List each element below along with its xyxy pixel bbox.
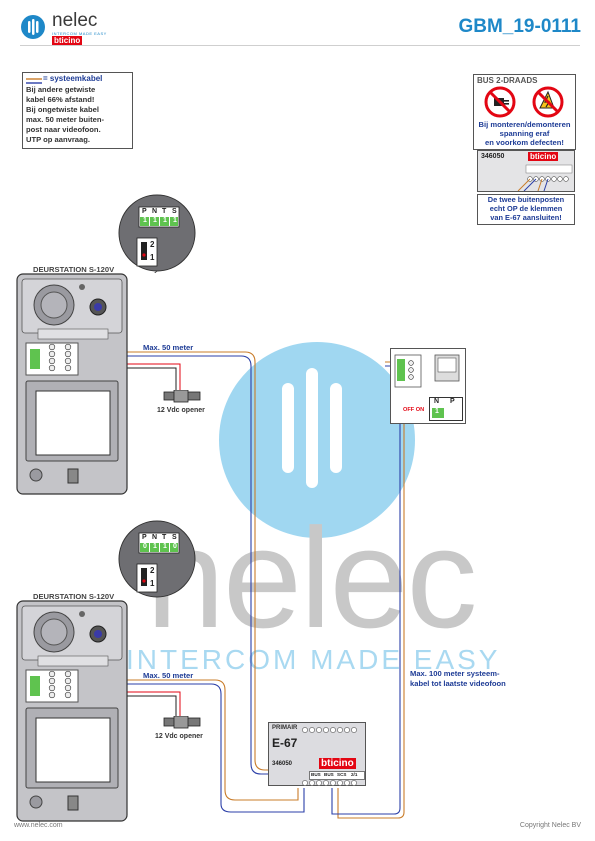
monitor-dip-label: P <box>450 398 455 405</box>
doc-code: GBM_19-0111 <box>458 16 581 37</box>
monitor-unit: OFF ON N P 1 <box>390 348 466 424</box>
bus-device-box: 346050 bticino <box>477 150 575 192</box>
monitor-dip: N P 1 <box>429 397 463 421</box>
door-opener-bottom-icon <box>163 716 201 729</box>
dip-label-top: N <box>152 208 158 215</box>
supply-terminal-label: 2/1 <box>351 772 358 777</box>
cable-label-top: Max. 50 meter <box>143 343 194 352</box>
bus-warning-line: Bij monteren/demonteren <box>478 120 571 129</box>
bus-note-box: De twee buitenposten echt OP de klemmen … <box>477 194 575 225</box>
dip-label-top: S <box>172 208 177 215</box>
dip-value-top: 1 <box>143 217 147 224</box>
supply-top-label: PRIMAIR <box>272 725 298 731</box>
opener-label-top: 12 Vdc opener <box>157 407 205 414</box>
dip-value-top: 1 <box>153 217 157 224</box>
bus-warning-title: BUS 2-DRAADS <box>477 76 538 85</box>
bus-note-line: echt OP de klemmen <box>489 204 563 213</box>
station-bottom-title: DEURSTATION S-120V <box>33 592 115 601</box>
dip-label-bottom: N <box>152 534 158 541</box>
no-power-icon <box>532 86 564 118</box>
nelec-logo-icon <box>21 15 45 39</box>
legend-swatch-label: = systeemkabel <box>43 74 103 83</box>
supply-bottom-terminals <box>302 780 357 786</box>
supply-terminal-label: BUS <box>324 772 334 777</box>
switch-label-top: 1 <box>150 253 155 262</box>
monitor-dip-value: 1 <box>435 408 439 415</box>
power-supply-e67: PRIMAIR E-67 346050 bticino BUS BUS SCS … <box>268 722 366 786</box>
footer-copyright: Copyright Nelec BV <box>519 822 581 829</box>
cable-monitor <box>331 361 405 819</box>
brand-name: nelec <box>52 10 98 31</box>
dip-switch-top <box>140 217 178 226</box>
watermark-word: nelec <box>146 499 477 658</box>
monitor-screen-icon <box>434 354 460 382</box>
brand-tagline: INTERCOM MADE EASY <box>52 31 107 36</box>
brand-logo: nelec INTERCOM MADE EASY bticino <box>20 10 120 45</box>
dip-switch-bottom <box>140 543 178 552</box>
dip-label-top: T <box>162 208 167 215</box>
cable-label-bottom: Max. 50 meter <box>143 671 194 680</box>
legend-line: Bij ongetwiste kabel <box>26 105 100 114</box>
monitor-graphic <box>394 354 460 388</box>
legend-line: kabel 66% afstand! <box>26 95 95 104</box>
header-rule <box>20 45 580 46</box>
supply-code: 346050 <box>272 761 293 767</box>
no-plug-icon <box>484 86 516 118</box>
supply-terminal-label: BUS <box>311 772 321 777</box>
dip-value-bottom: 1 <box>163 543 167 550</box>
bus-warning-line: spanning eraf <box>499 129 550 138</box>
supply-model: E-67 <box>272 736 298 750</box>
partner-brand: bticino <box>52 36 83 45</box>
switch-label-top: 2 <box>150 240 155 249</box>
door-station-bottom <box>16 600 128 822</box>
dip-value-bottom: 0 <box>173 543 177 550</box>
legend-line: max. 50 meter buiten- <box>26 115 105 124</box>
legend-line: UTP op aanvraag. <box>26 135 91 144</box>
watermark-logo-mark <box>282 368 342 488</box>
bus-note-line: De twee buitenposten <box>487 195 565 204</box>
dip-value-top: 1 <box>163 217 167 224</box>
legend-line: Bij andere getwiste <box>26 85 96 94</box>
dip-value-bottom: 1 <box>153 543 157 550</box>
footer-website[interactable]: www.nelec.com <box>14 822 63 829</box>
watermark-tagline: INTERCOM MADE EASY <box>126 644 501 675</box>
legend-box: = systeemkabel Bij andere getwiste kabel… <box>22 72 133 149</box>
systemcable-swatch <box>26 78 42 84</box>
bus-note-line: van E-67 aansluiten! <box>490 213 562 222</box>
dip-value-bottom: 0 <box>143 543 147 550</box>
monitor-dip-switch <box>432 408 444 418</box>
supply-terminal-label: SCS <box>337 772 347 777</box>
cable-top-station <box>76 351 308 775</box>
bus-device-code: 346050 <box>481 153 505 160</box>
supply-top-terminals <box>302 727 357 733</box>
dip-value-top: 1 <box>173 217 177 224</box>
supply-terminal-strip: BUS BUS SCS 2/1 <box>309 771 365 780</box>
bus-device-terminals <box>517 164 573 191</box>
station-top-title: DEURSTATION S-120V <box>33 265 115 274</box>
supply-brand: bticino <box>319 758 356 769</box>
bus-warning-line: en voorkom defecten! <box>485 138 564 147</box>
switch-label-bottom: 1 <box>150 579 155 588</box>
dip-label-bottom: P <box>142 534 147 541</box>
dip-label-top: P <box>142 208 147 215</box>
door-station-top <box>16 273 128 495</box>
legend-line: post naar videofoon. <box>26 125 101 134</box>
monitor-dip-label: N <box>434 398 440 405</box>
dip-callout-top <box>118 194 196 273</box>
dip-label-bottom: T <box>162 534 167 541</box>
bus-device-brand: bticino <box>528 152 559 161</box>
bus-warning-box: BUS 2-DRAADS Bij monteren/demonteren spa… <box>473 74 576 150</box>
systemcable-note-line: kabel tot laatste videofoon <box>410 679 506 688</box>
switch-label-bottom: 2 <box>150 566 155 575</box>
door-opener-top-icon <box>163 390 201 403</box>
cable-bottom-station <box>76 679 305 813</box>
dip-callout-bottom <box>118 520 196 598</box>
monitor-off-on: OFF ON <box>403 407 425 413</box>
systemcable-note-line: Max. 100 meter systeem- <box>410 669 500 678</box>
dip-label-bottom: S <box>172 534 177 541</box>
opener-label-bottom: 12 Vdc opener <box>155 733 203 740</box>
warning-icons <box>484 86 564 118</box>
